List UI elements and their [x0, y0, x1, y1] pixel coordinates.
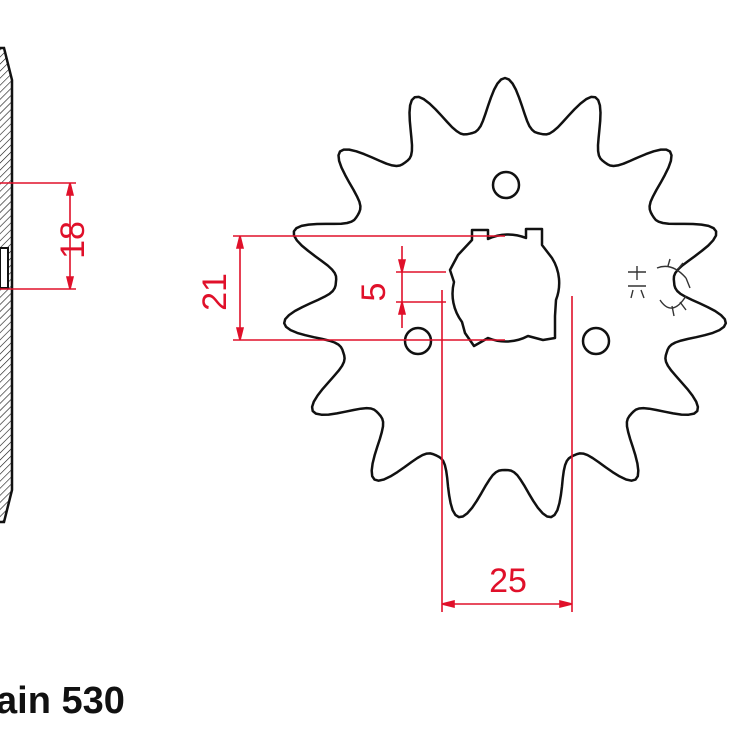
- spline-bore: [448, 227, 561, 348]
- dim-5-arrow-bottom: [397, 301, 407, 315]
- dim-18-label: 18: [54, 221, 92, 259]
- side-profile: [0, 46, 14, 524]
- mounting-hole-left: [403, 326, 433, 356]
- mounting-hole-right: [581, 326, 611, 356]
- dim-18-arrow-top: [65, 182, 75, 196]
- side-profile-hub: [0, 247, 9, 289]
- dim-25-arrow-right: [559, 599, 573, 609]
- dim-18-arrow-bottom: [65, 276, 75, 290]
- dim-21-arrow-bottom: [235, 327, 245, 341]
- dim-25-label: 25: [489, 562, 527, 600]
- dim-21-arrow-top: [235, 235, 245, 249]
- dim-5-label: 5: [355, 283, 393, 302]
- dim-5-arrow-top: [397, 259, 407, 273]
- logo-emblem: [628, 258, 691, 317]
- dim-25-arrow-left: [441, 599, 455, 609]
- mounting-hole-top: [491, 170, 521, 200]
- dim-21-label: 21: [196, 273, 234, 311]
- chain-caption: ain 530: [0, 680, 125, 722]
- dimension-lines: [0, 182, 573, 612]
